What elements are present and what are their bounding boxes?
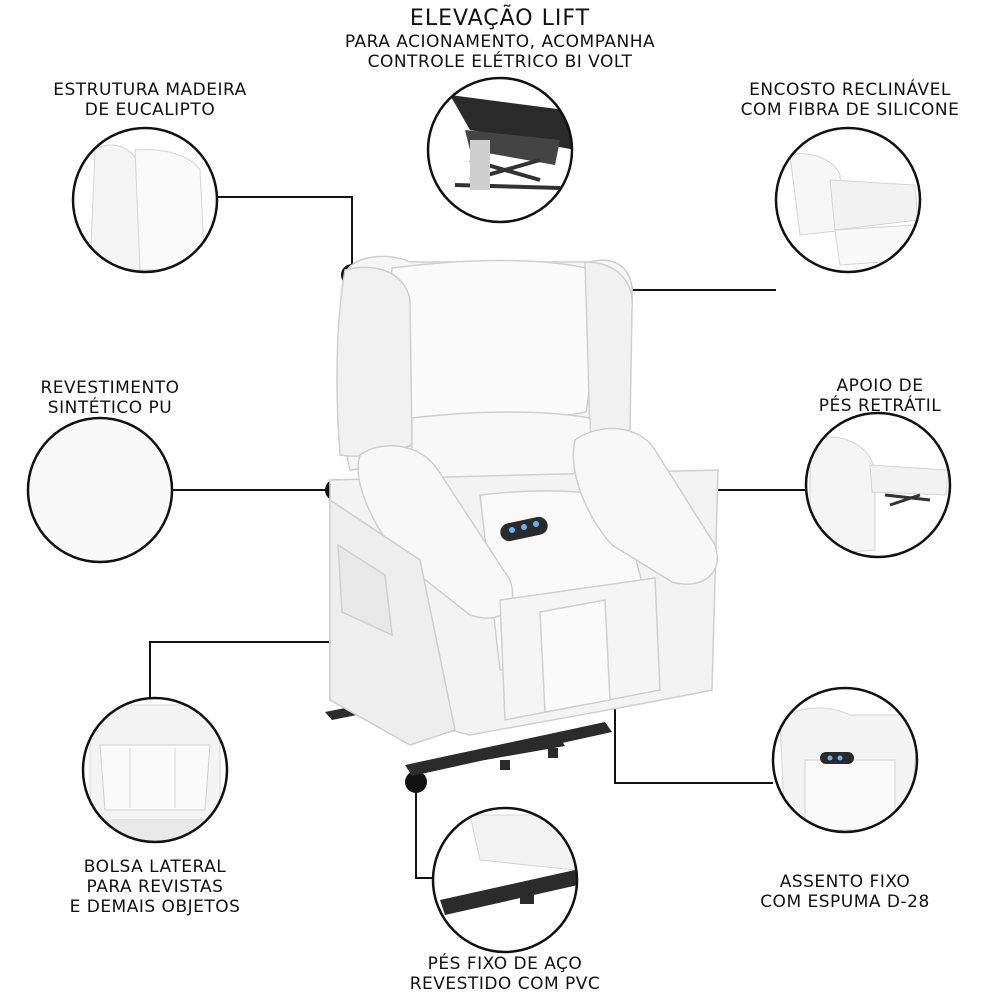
label-pocket: BOLSA LATERAL PARA REVISTAS E DEMAIS OBJ… bbox=[45, 857, 265, 917]
backrest-line-2: COM FIBRA DE SILICONE bbox=[740, 100, 960, 120]
backrest-line-1: ENCOSTO RECLINÁVEL bbox=[749, 80, 951, 100]
label-seat: ASSENTO FIXO COM ESPUMA D-28 bbox=[735, 872, 955, 912]
label-backrest: ENCOSTO RECLINÁVEL COM FIBRA DE SILICONE bbox=[720, 80, 980, 120]
detail-circle-feet bbox=[431, 806, 579, 954]
lift-title: ELEVAÇÃO LIFT bbox=[409, 6, 591, 31]
upholstery-line-1: REVESTIMENTO bbox=[40, 378, 180, 398]
texture-icon bbox=[28, 418, 172, 562]
seat-line-1: ASSENTO FIXO bbox=[779, 872, 911, 892]
label-footrest: APOIO DE PÉS RETRÁTIL bbox=[790, 376, 970, 416]
pocket-line-3: E DEMAIS OBJETOS bbox=[69, 897, 241, 917]
detail-circle-pocket bbox=[81, 696, 229, 844]
label-feet: PÉS FIXO DE AÇO REVESTIDO COM PVC bbox=[380, 954, 630, 994]
label-upholstery: REVESTIMENTO SINTÉTICO PU bbox=[10, 378, 210, 418]
dot-feet bbox=[405, 771, 427, 793]
seat-line-2: COM ESPUMA D-28 bbox=[760, 892, 930, 912]
recliner-chair bbox=[325, 255, 719, 776]
upholstery-line-2: SINTÉTICO PU bbox=[47, 398, 173, 418]
detail-circle-upholstery bbox=[26, 416, 174, 564]
feet-line-1: PÉS FIXO DE AÇO bbox=[427, 954, 583, 974]
frame-line-2: DE EUCALIPTO bbox=[84, 100, 216, 120]
lift-mechanism-icon bbox=[450, 95, 572, 150]
footrest-line-1: APOIO DE bbox=[836, 376, 924, 396]
frame-line-1: ESTRUTURA MADEIRA bbox=[53, 80, 247, 100]
detail-circle-frame bbox=[71, 126, 219, 274]
footrest-icon bbox=[869, 464, 949, 496]
pocket-line-2: PARA REVISTAS bbox=[86, 877, 224, 897]
footrest-line-2: PÉS RETRÁTIL bbox=[818, 396, 942, 416]
lift-line-2: CONTROLE ELÉTRICO BI VOLT bbox=[367, 52, 633, 72]
side-pocket-icon bbox=[99, 744, 211, 811]
pocket-line-1: BOLSA LATERAL bbox=[83, 857, 227, 877]
detail-circle-footrest bbox=[804, 411, 952, 559]
label-lift: ELEVAÇÃO LIFT PARA ACIONAMENTO, ACOMPANH… bbox=[300, 6, 700, 72]
detail-circle-backrest bbox=[774, 126, 922, 274]
remote-control-icon bbox=[500, 516, 548, 542]
feet-line-2: REVESTIDO COM PVC bbox=[409, 974, 601, 994]
lift-line-1: PARA ACIONAMENTO, ACOMPANHA bbox=[344, 32, 656, 52]
steel-base-icon bbox=[440, 870, 577, 915]
detail-circle-lift bbox=[426, 76, 574, 224]
label-frame: ESTRUTURA MADEIRA DE EUCALIPTO bbox=[30, 80, 270, 120]
detail-circle-seat bbox=[771, 686, 919, 834]
